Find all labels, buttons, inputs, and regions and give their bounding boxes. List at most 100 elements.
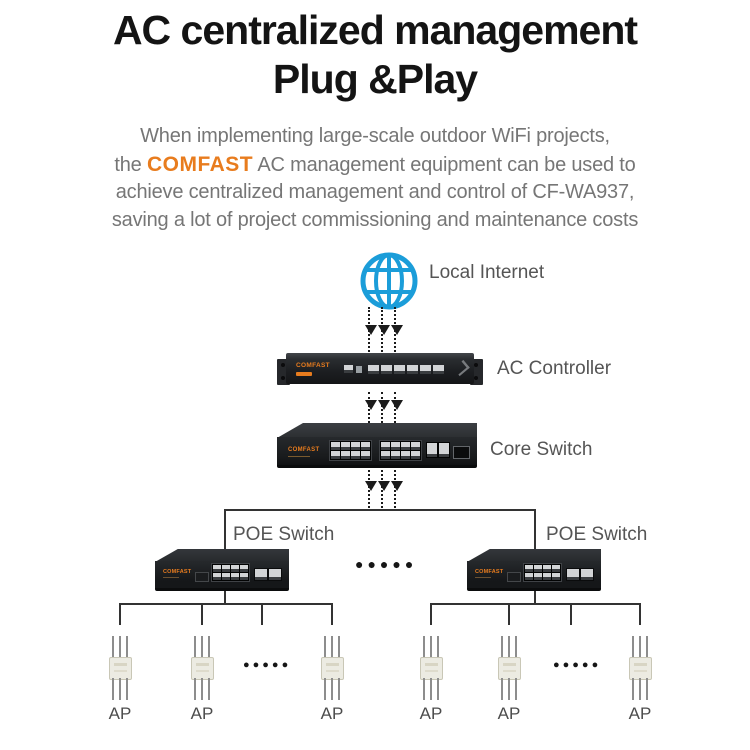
more-switches-ellipsis: ●●●●● <box>355 556 418 572</box>
poe-switch-right-label: POE Switch <box>546 524 648 545</box>
ap-body <box>109 657 132 680</box>
antenna <box>501 636 503 658</box>
core-switch-front: COMFAST <box>277 437 477 468</box>
brand-subline <box>288 456 310 457</box>
rj45-port <box>543 573 551 580</box>
antenna <box>324 636 326 658</box>
antenna <box>508 678 510 700</box>
ap-device <box>185 636 219 700</box>
rj45-port <box>433 365 444 374</box>
port-bank <box>211 563 250 582</box>
dotted-line <box>391 307 403 352</box>
intro-line4: saving a lot of project commissioning an… <box>111 208 639 231</box>
dotted-line <box>391 470 403 508</box>
rj45-port <box>231 565 239 572</box>
rj45-port <box>552 565 560 572</box>
antenna <box>515 636 517 658</box>
core-switch-label: Core Switch <box>490 439 593 460</box>
antenna <box>194 636 196 658</box>
ap-device <box>623 636 657 700</box>
arrow-down-icon <box>378 325 390 335</box>
ap-device <box>103 636 137 700</box>
port-bank <box>379 440 422 461</box>
ap-body <box>629 657 652 680</box>
dotted-line <box>365 392 377 423</box>
more-aps-ellipsis: ●●●●● <box>243 659 292 671</box>
uplink-ports <box>254 568 282 581</box>
antenna <box>119 636 121 658</box>
ap-label: AP <box>419 704 443 723</box>
antenna <box>430 678 432 700</box>
rj45-port <box>240 565 248 572</box>
antenna <box>119 678 121 700</box>
antenna <box>194 678 196 700</box>
intro-line2: the COMFAST AC management equipment can … <box>0 151 750 180</box>
rj45-port <box>401 451 410 459</box>
antenna <box>646 678 648 700</box>
top-bus-line <box>224 509 536 511</box>
rj45-port <box>534 573 542 580</box>
ap-drop-line <box>639 603 641 625</box>
intro-line2-post: AC management equipment can be used to <box>253 153 636 176</box>
ac-controller-label: AC Controller <box>497 358 612 379</box>
globe-internet-icon <box>357 249 421 313</box>
local-internet-label: Local Internet <box>429 262 545 283</box>
dotted-line <box>365 307 377 352</box>
downlink-arrows-1 <box>365 307 403 352</box>
rj45-port <box>439 443 449 457</box>
arrow-down-icon <box>365 325 377 335</box>
downlink-arrows-3 <box>365 470 403 508</box>
rj45-port <box>420 365 431 374</box>
rj45-port <box>231 573 239 580</box>
uplink-ports <box>426 442 450 458</box>
arrow-down-icon <box>365 481 377 491</box>
antenna <box>201 636 203 658</box>
ap-body <box>498 657 521 680</box>
antenna <box>501 678 503 700</box>
arrow-down-icon <box>365 400 377 410</box>
ap-drop-line <box>570 603 572 625</box>
rj45-port <box>567 569 579 580</box>
rj45-port <box>525 565 533 572</box>
rj45-port <box>351 442 360 450</box>
rj45-port <box>368 365 379 374</box>
rj45-port <box>581 569 593 580</box>
antenna <box>126 678 128 700</box>
ethernet-ports <box>368 365 444 374</box>
comfast-brand-wordmark: COMFAST <box>146 152 254 176</box>
device-brand-label: COMFAST <box>475 569 504 575</box>
arrow-down-icon <box>378 400 390 410</box>
antenna <box>423 678 425 700</box>
arrow-down-icon <box>378 481 390 491</box>
antenna <box>632 636 634 658</box>
rj45-port <box>269 569 281 580</box>
rj45-port <box>381 451 390 459</box>
left-ap-bus-line <box>119 603 333 605</box>
antenna <box>338 636 340 658</box>
ap-device <box>315 636 349 700</box>
rj45-port <box>381 442 390 450</box>
brand-badge <box>296 372 312 376</box>
ac-controller-chassis: COMFAST <box>286 353 474 384</box>
rj45-port <box>407 365 418 374</box>
antenna <box>208 636 210 658</box>
poe-switch-top <box>467 549 601 562</box>
ap-label: AP <box>497 704 521 723</box>
antenna <box>126 636 128 658</box>
rj45-port <box>552 573 560 580</box>
arrow-down-icon <box>391 400 403 410</box>
poe-switch-right-device: COMFAST <box>467 549 601 592</box>
dotted-line <box>378 470 390 508</box>
ap-body <box>420 657 443 680</box>
downlink-arrows-2 <box>365 392 403 423</box>
rj45-port <box>391 442 400 450</box>
rj45-port <box>213 573 221 580</box>
rj45-port <box>525 573 533 580</box>
page-title-line1: AC centralized management <box>112 7 638 53</box>
led-panel <box>507 572 521 582</box>
port-bank <box>329 440 372 461</box>
rj45-port <box>391 451 400 459</box>
uplink-ports <box>566 568 594 581</box>
page-title: AC centralized management Plug &Play <box>0 6 750 104</box>
